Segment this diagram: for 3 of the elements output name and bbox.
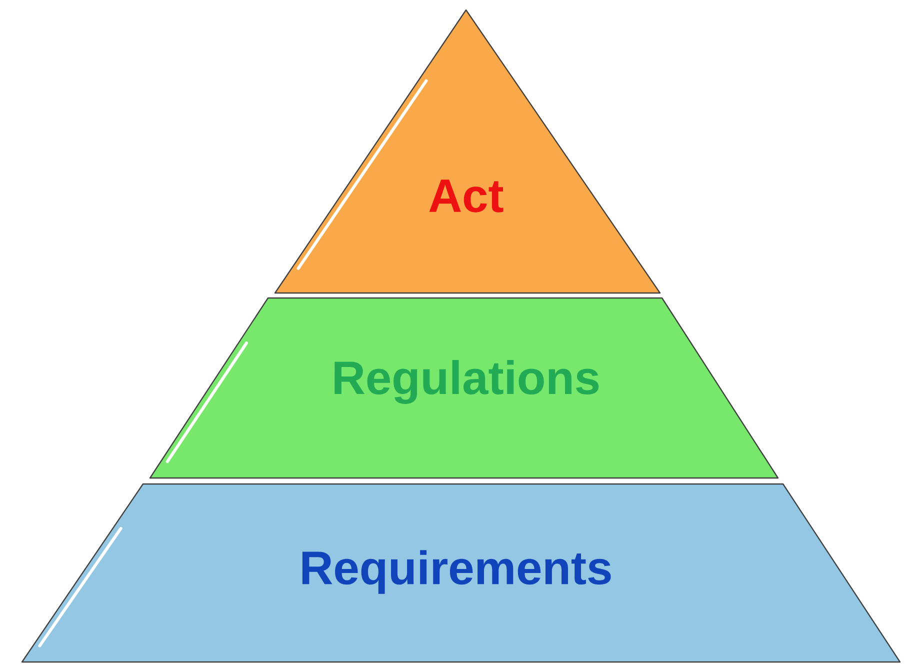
pyramid-tier: Act [274,9,661,294]
pyramid-tier: Requirements [21,483,901,663]
pyramid-tier: Regulations [149,297,779,479]
